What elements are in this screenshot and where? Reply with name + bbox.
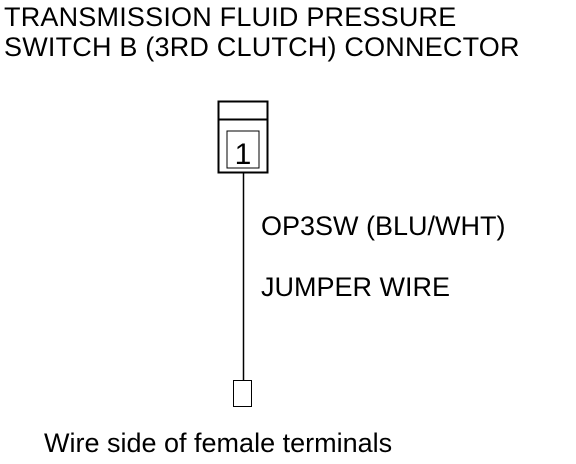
pin-cavity xyxy=(226,130,260,169)
title-line-1: TRANSMISSION FLUID PRESSURE xyxy=(4,2,457,32)
jumper-wire-label: JUMPER WIRE xyxy=(261,272,450,302)
wire-label: OP3SW (BLU/WHT) xyxy=(261,211,506,241)
wire-terminal xyxy=(233,380,252,407)
title-line-2: SWITCH B (3RD CLUTCH) CONNECTOR xyxy=(4,32,520,62)
pin-number: 1 xyxy=(235,138,252,171)
footer-caption: Wire side of female terminals xyxy=(44,428,393,458)
